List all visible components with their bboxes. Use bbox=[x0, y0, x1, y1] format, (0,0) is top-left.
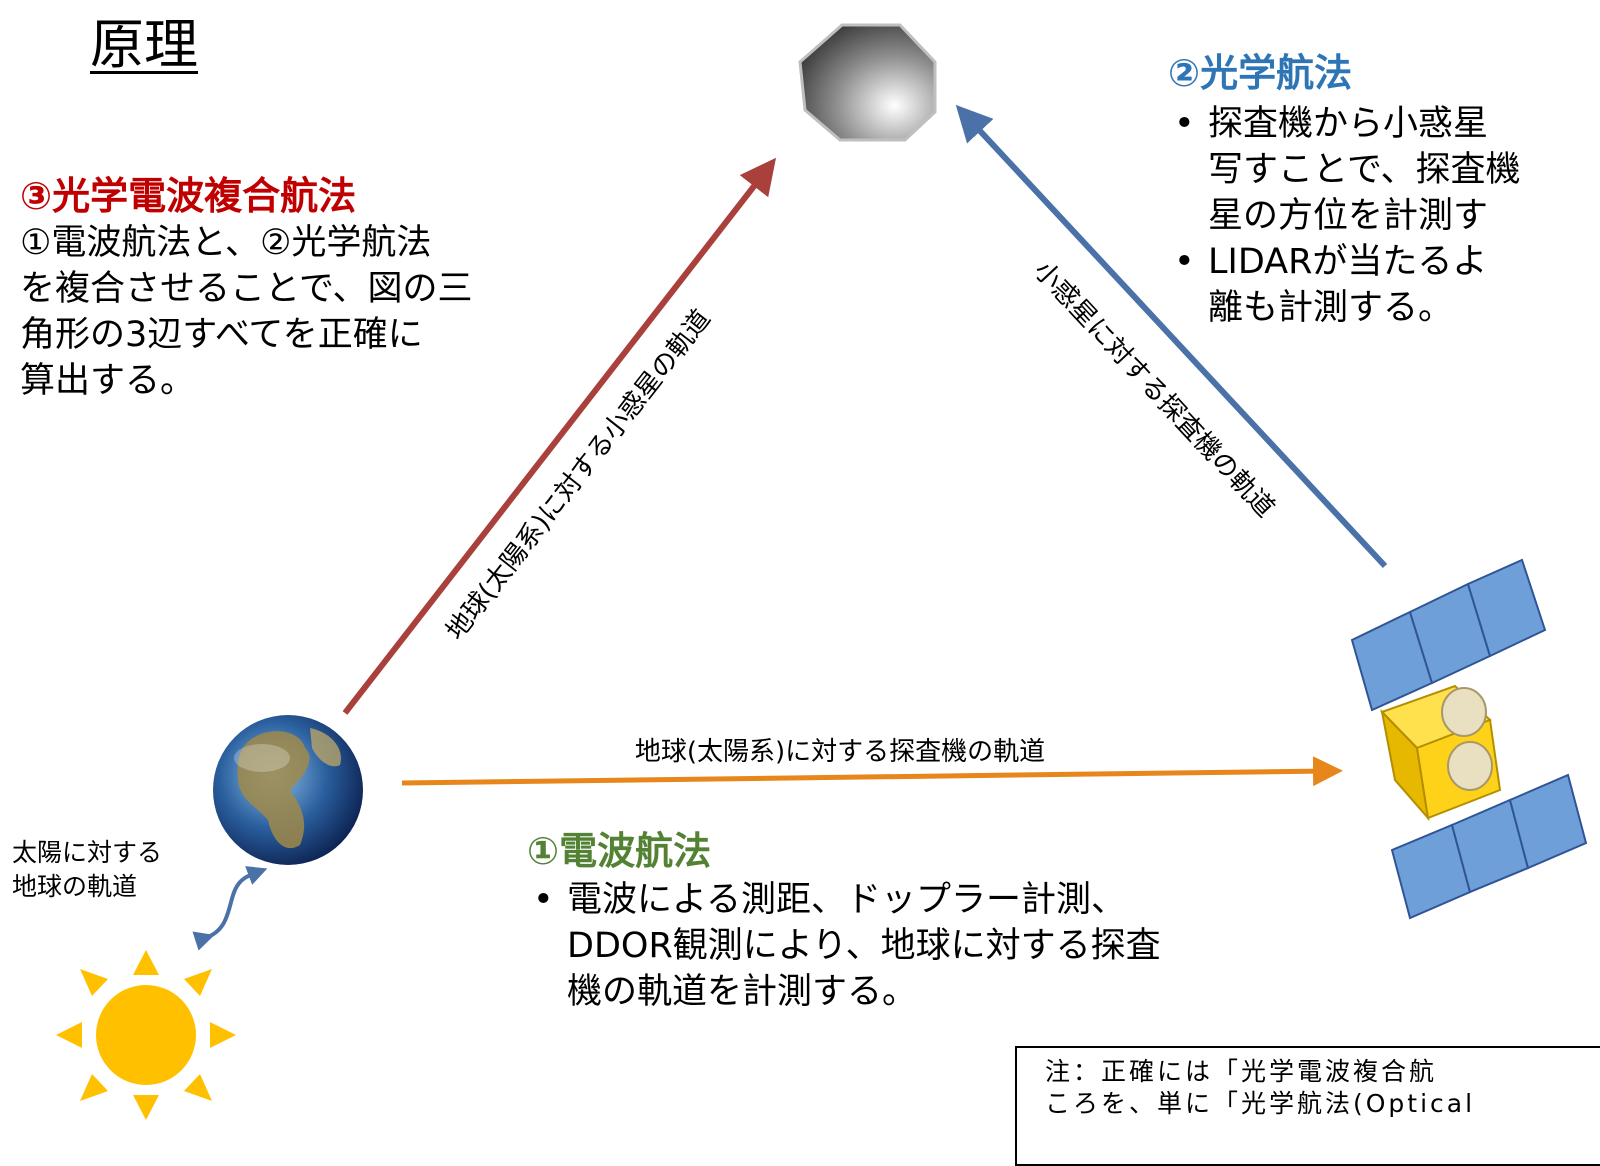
section2-heading: ②光学航法 bbox=[1168, 51, 1353, 95]
section2-bullet-1-line-1: 探査機から小惑星 bbox=[1208, 104, 1489, 144]
asteroid-icon bbox=[798, 23, 937, 142]
arrow-earth-to-probe bbox=[401, 756, 1343, 787]
section2-bullet-1-line-2: 写すことで、探査機 bbox=[1208, 150, 1521, 190]
earth-orbit-label-line-2: 地球の軌道 bbox=[12, 872, 138, 901]
section3-line-1: ①電波航法と、②光学航法 bbox=[20, 223, 432, 263]
solar-panel-bottom bbox=[1390, 773, 1588, 920]
section1-heading: ①電波航法 bbox=[527, 829, 712, 873]
solar-panel-top bbox=[1350, 558, 1547, 712]
probe-body bbox=[1380, 684, 1502, 822]
section1-bullet-line-2: DDOR観測により、地球に対する探査 bbox=[567, 926, 1161, 966]
section1-bullet-line-3: 機の軌道を計測する。 bbox=[567, 972, 918, 1012]
note-line-1: 注：正確には「光学電波複合航 bbox=[1045, 1057, 1438, 1086]
blue-arrow-label: 小惑星に対する探査機の軌道 bbox=[1028, 256, 1280, 524]
section3-heading: ③光学電波複合航法 bbox=[20, 174, 357, 218]
section3-line-2: を複合させることで、図の三 bbox=[20, 269, 473, 309]
spacecraft-icon bbox=[1350, 558, 1588, 920]
section2-bullet-2-line-2: 離も計測する。 bbox=[1208, 288, 1454, 328]
orange-arrow-label: 地球(太陽系)に対する探査機の軌道 bbox=[635, 737, 1045, 767]
section2-bullet-2-line-1: LIDARが当たるよ bbox=[1208, 242, 1488, 282]
section1-bullet: 電波による測距、ドップラー計測、 DDOR観測により、地球に対する探査機の軌道を計… bbox=[527, 877, 1161, 1015]
section3-line-3: 角形の3辺すべてを正確に bbox=[20, 315, 423, 355]
red-arrow-label: 地球(太陽系)に対する小惑星の軌道 bbox=[441, 304, 717, 646]
earth-orbit-label-line-1: 太陽に対する bbox=[12, 838, 163, 867]
earth-icon bbox=[213, 715, 363, 865]
note-line-2: ころを、単に「光学航法(Optical bbox=[1045, 1089, 1476, 1118]
earth-orbit-arrow bbox=[192, 866, 268, 951]
section-radio-navigation: ①電波航法 電波による測距、ドップラー計測、 DDOR観測により、地球に対する探査… bbox=[527, 820, 1161, 1015]
section3-line-4: 算出する。 bbox=[20, 361, 196, 401]
page-title: 原理 bbox=[90, 13, 198, 76]
arrow-probe-to-asteroid bbox=[955, 104, 1388, 569]
earth-orbit-label: 太陽に対する地球の軌道 bbox=[12, 836, 162, 904]
section1-bullet-line-1: 電波による測距、ドップラー計測、 bbox=[567, 880, 1126, 920]
arrow-earth-to-asteroid bbox=[342, 157, 777, 715]
section2-bullet-1-line-3: 星の方位を計測す bbox=[1208, 196, 1489, 236]
section-optical-radio-hybrid: ③光学電波複合航法 ①電波航法と、②光学航法 を複合させることで、図の三 角形の… bbox=[20, 165, 473, 404]
sun-icon bbox=[56, 950, 236, 1120]
note-box: 注：正確には「光学電波複合航ころを、単に「光学航法(Optical bbox=[1015, 1046, 1600, 1166]
